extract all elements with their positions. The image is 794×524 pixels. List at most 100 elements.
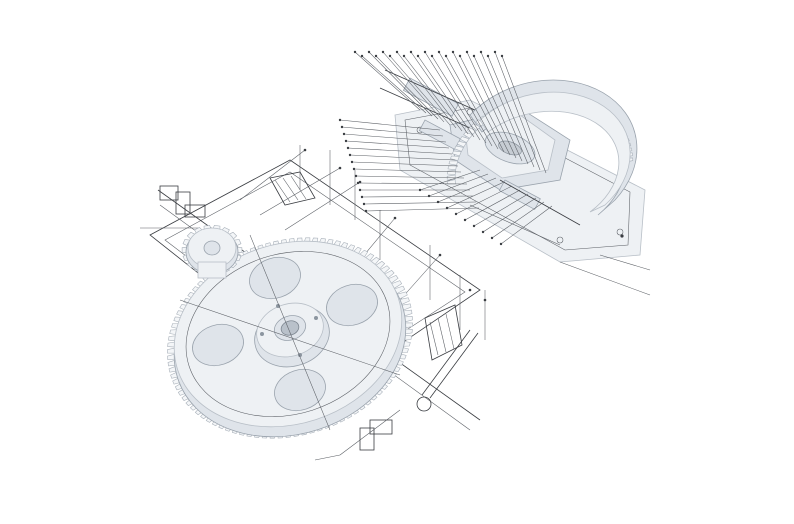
gear-tooth (447, 169, 456, 175)
leader-line (464, 189, 521, 221)
callout-dot (362, 202, 366, 206)
leader-line (473, 193, 529, 227)
leader-line (446, 181, 505, 209)
callout-dot (468, 288, 472, 292)
callout-dot (416, 54, 420, 58)
callout-dot (451, 50, 455, 54)
leader-line (417, 55, 475, 138)
leader-line (354, 51, 421, 111)
callout-dot (354, 174, 358, 178)
leader-line (459, 55, 511, 156)
leader-line (452, 51, 505, 153)
callout-dot (402, 54, 406, 58)
callout-dot (490, 236, 494, 240)
leader-line (339, 119, 441, 131)
leader-line (363, 201, 477, 205)
leader-line (365, 207, 480, 212)
callout-dot (483, 298, 487, 302)
callout-dot (360, 195, 364, 199)
callout-dot (472, 224, 476, 228)
large-spur-gear (167, 234, 413, 439)
pinion-gear (181, 224, 243, 279)
callout-dot (358, 188, 362, 192)
callout-dot (381, 50, 385, 54)
leader-line (345, 140, 450, 149)
gear-tooth (448, 160, 459, 166)
callout-dot (409, 50, 413, 54)
callout-dot (367, 50, 371, 54)
leader-line (410, 51, 469, 135)
callout-dot (458, 54, 462, 58)
leader-line (473, 55, 523, 162)
leader-line (382, 51, 445, 123)
leader-line (403, 55, 463, 132)
gear-tooth (456, 140, 467, 148)
leader-line (500, 205, 553, 245)
leader-line (491, 201, 545, 239)
gear-tooth (446, 174, 456, 180)
callout-dot (350, 160, 354, 164)
callout-dot (436, 200, 440, 204)
leader-line (501, 55, 547, 174)
leader-line (428, 173, 489, 197)
leader-line (487, 55, 535, 168)
leader-line (347, 147, 453, 155)
leader-line (368, 51, 433, 117)
callout-dot (344, 139, 348, 143)
callout-dot (463, 218, 467, 222)
callout-dot (500, 54, 504, 58)
leader-line (351, 161, 459, 167)
callout-dot (430, 54, 434, 58)
callout-dot (499, 242, 503, 246)
gear-tooth (451, 150, 462, 157)
leader-line (431, 55, 487, 144)
leader-line (389, 55, 451, 126)
leader-line (437, 177, 497, 203)
gear-tooth (454, 145, 465, 152)
callout-dot (479, 50, 483, 54)
leader-line (357, 182, 468, 185)
callout-dot (427, 194, 431, 198)
leader-line (424, 51, 481, 141)
gear-tooth (463, 131, 474, 139)
callout-dot (437, 50, 441, 54)
callout-dot (303, 148, 307, 152)
callout-dot (418, 188, 422, 192)
callout-dot (374, 54, 378, 58)
leader-line (445, 55, 499, 150)
leader-line (419, 169, 481, 191)
callout-dot (444, 54, 448, 58)
callout-dot (465, 50, 469, 54)
callout-dot (481, 230, 485, 234)
gear-tooth (447, 165, 457, 171)
callout-dot (423, 50, 427, 54)
callout-dot (356, 181, 360, 185)
callout-dot (360, 54, 364, 58)
callout-dot (346, 146, 350, 150)
callout-dot (348, 153, 352, 157)
callout-dot (454, 212, 458, 216)
leader-line (355, 175, 465, 179)
gearbox-assembly (338, 50, 651, 296)
callout-dot (438, 253, 442, 257)
leader-line (361, 195, 474, 198)
gear-tooth (450, 155, 460, 161)
callout-dot (486, 54, 490, 58)
callout-dot (358, 180, 362, 184)
callout-dot (353, 50, 357, 54)
callout-leader-lines (338, 50, 553, 246)
callout-dot (338, 118, 342, 122)
leader-line (341, 126, 444, 137)
leader-line (361, 55, 427, 114)
leader-line (353, 168, 462, 173)
callout-dot (393, 216, 397, 220)
callout-dot (340, 125, 344, 129)
leader-line (438, 51, 493, 147)
leader-line (480, 51, 529, 165)
callout-dot (395, 50, 399, 54)
callout-dot (472, 54, 476, 58)
callout-dot (342, 132, 346, 136)
callout-dot (493, 50, 497, 54)
callout-dot (338, 166, 342, 170)
